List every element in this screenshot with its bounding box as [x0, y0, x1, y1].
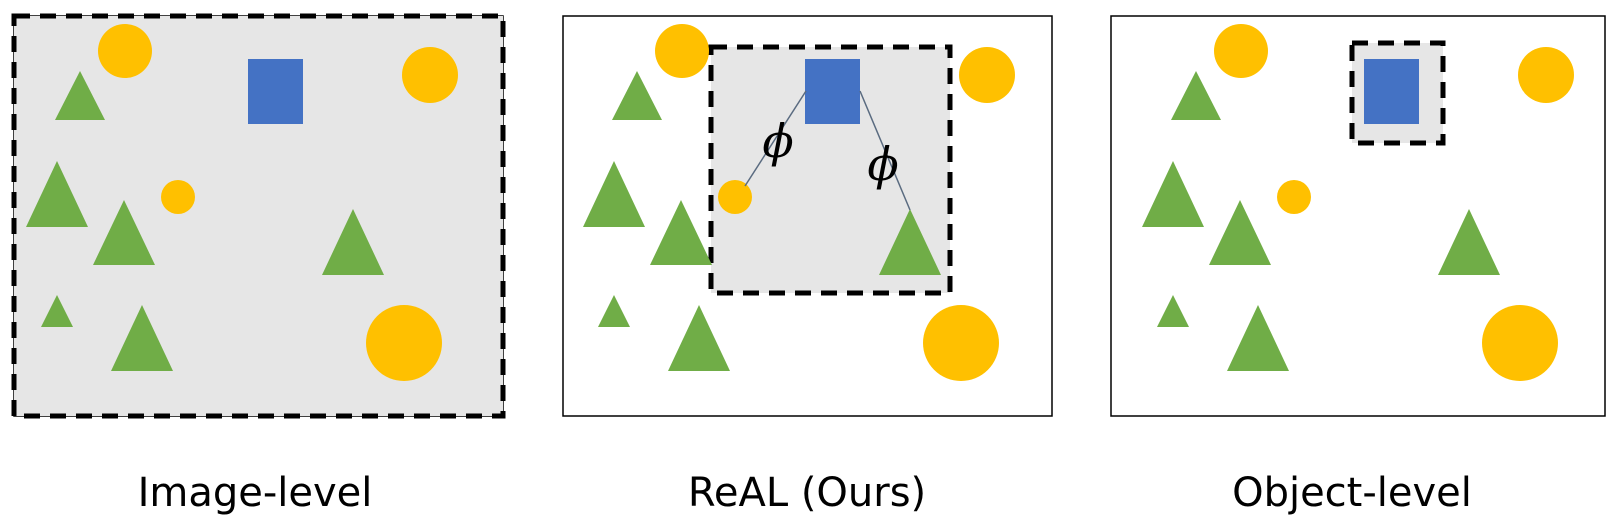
panel-image-level: Image-level: [11, 13, 506, 516]
panel-object-level: Object-level: [1110, 15, 1606, 516]
relation-line-right: [859, 90, 911, 211]
panel-caption: Image-level: [138, 470, 373, 516]
panel-caption: Object-level: [1232, 470, 1472, 516]
panel-real: ϕ ϕ ReAL (Ours): [562, 15, 1053, 516]
relation-line-left: [744, 90, 807, 187]
relation-symbol-left: ϕ: [762, 114, 793, 168]
relation-symbol-right: ϕ: [867, 137, 898, 191]
panel-caption: ReAL (Ours): [688, 470, 926, 516]
